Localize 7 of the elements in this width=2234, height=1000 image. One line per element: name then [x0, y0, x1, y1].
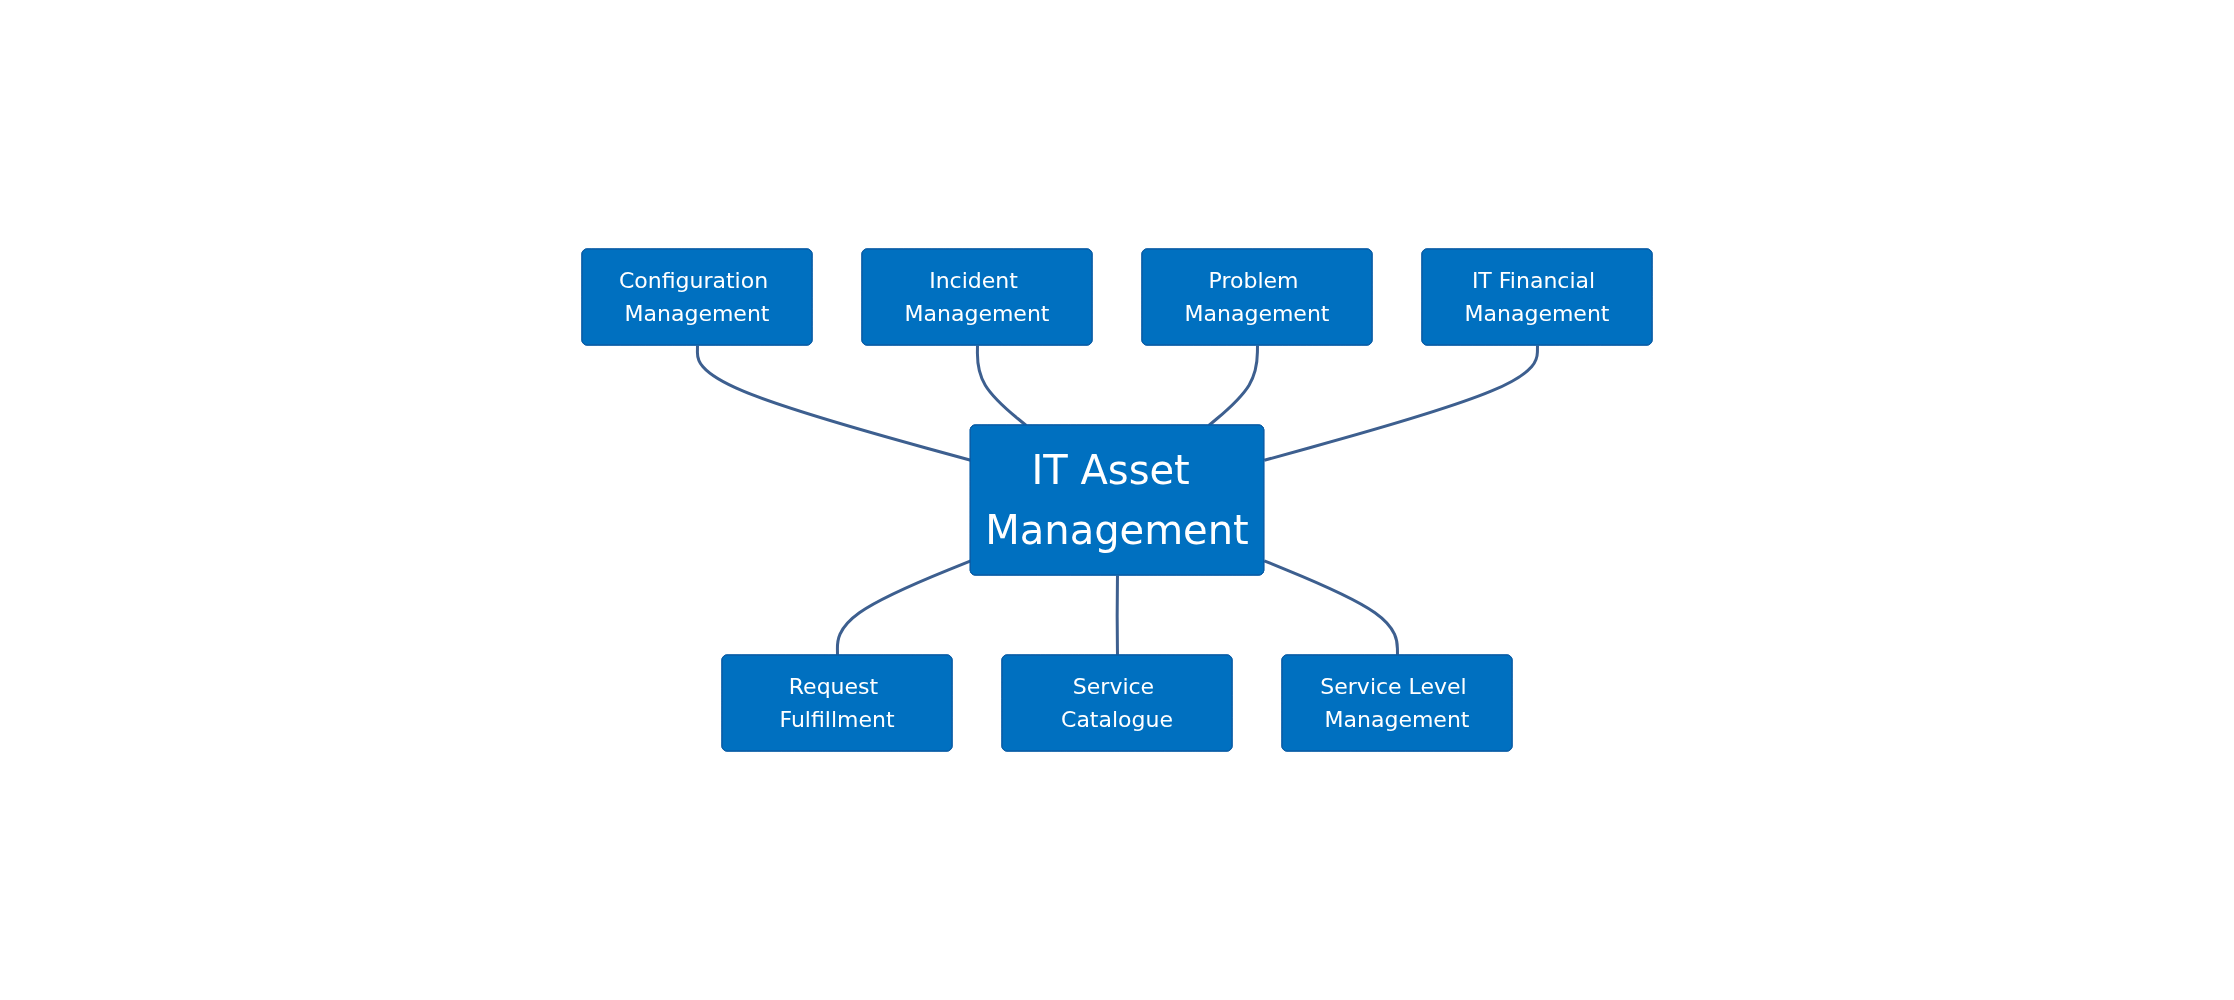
connector: [1263, 345, 1539, 462]
connector: [1207, 345, 1259, 427]
connector: [975, 345, 1028, 427]
connector: [1115, 575, 1119, 656]
connector: [695, 345, 972, 462]
connector: [1263, 559, 1399, 656]
connector: [835, 559, 972, 656]
